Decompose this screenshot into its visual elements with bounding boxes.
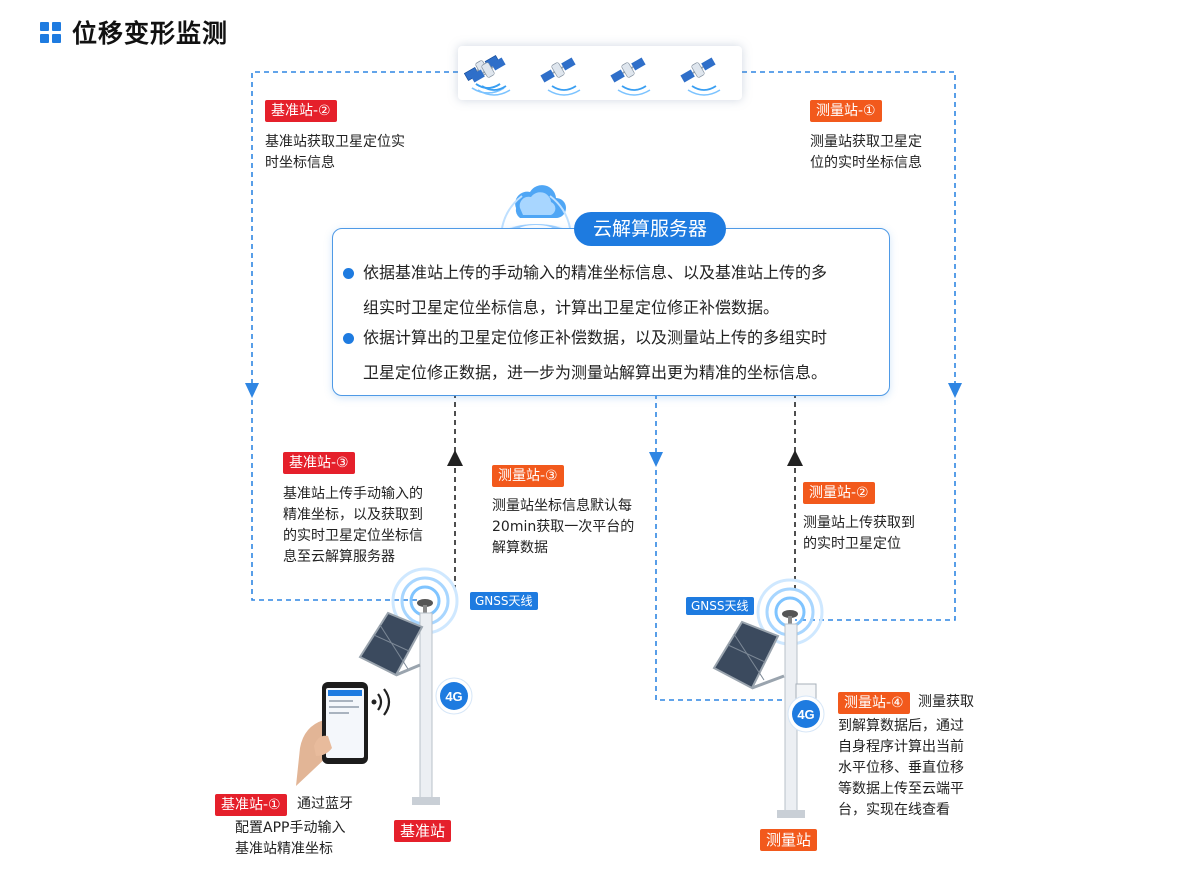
cloud-server-box: 依据基准站上传的手动输入的精准坐标信息、以及基准站上传的多 组实时卫星定位坐标信… <box>332 228 890 396</box>
text-measure-step-4: 到解算数据后，通过自身程序计算出当前 水平位移、垂直位移等数据上传至云端平 台，… <box>838 718 964 818</box>
arrow-up-base <box>447 450 463 466</box>
text-measure-step-2: 测量站上传获取到的实时卫星定位 <box>803 515 915 552</box>
base-4g-icon: 4G <box>435 677 473 715</box>
base-station-label: 基准站 <box>394 820 452 842</box>
base-station-illustration <box>358 567 459 805</box>
satellite-icon-4 <box>680 57 721 96</box>
cloud-line-2: 组实时卫星定位坐标信息，计算出卫星定位修正补偿数据。 <box>363 298 780 317</box>
tag-measure-step-3: 测量站-③ <box>492 465 564 487</box>
arrow-down-middle <box>649 452 663 467</box>
measure-station-label: 测量站 <box>760 829 818 851</box>
tag-base-step-2: 基准站-② <box>265 100 337 122</box>
tag-measure-step-4: 测量站-④ <box>838 692 910 714</box>
text-base-step-1: 配置APP手动输入基准站精准坐标 <box>235 820 346 857</box>
cloud-server-title: 云解算服务器 <box>574 212 726 246</box>
satellite-icon-3 <box>610 57 651 96</box>
text-measure-step-4-first: 测量获取 <box>918 694 974 710</box>
link-base-loop <box>251 400 420 601</box>
phone-app-illustration <box>296 682 391 786</box>
base-antenna-label: GNSS天线 <box>470 592 538 610</box>
bullet-dot <box>343 333 354 344</box>
page-title: 位移变形监测 <box>72 19 229 48</box>
satellite-icon-1 <box>470 57 511 96</box>
arrow-down-right <box>948 383 962 398</box>
text-base-step-2: 基准站获取卫星定位实时坐标信息 <box>265 134 405 171</box>
base-4g-text: 4G <box>445 689 462 704</box>
title-grid-icon <box>40 22 62 44</box>
tag-base-step-1: 基准站-① <box>215 794 287 816</box>
measure-antenna-label: GNSS天线 <box>686 597 754 615</box>
arrow-down-left <box>245 383 259 398</box>
text-measure-step-1: 测量站获取卫星定位的实时坐标信息 <box>810 134 922 171</box>
bullet-dot <box>343 268 354 279</box>
text-base-step-3: 基准站上传手动输入的精准坐标，以及获取到 的实时卫星定位坐标信息至云解算服务器 <box>283 486 423 565</box>
satellite-group <box>470 57 721 96</box>
cloud-line-3: 依据计算出的卫星定位修正补偿数据，以及测量站上传的多组实时 <box>363 328 828 347</box>
cloud-line-4: 卫星定位修正数据，进一步为测量站解算出更为精准的坐标信息。 <box>363 363 828 382</box>
measure-4g-text: 4G <box>797 707 814 722</box>
tag-measure-step-2: 测量站-② <box>803 482 875 504</box>
text-base-step-1-first: 通过蓝牙 <box>297 796 353 812</box>
tag-measure-step-1: 测量站-① <box>810 100 882 122</box>
tag-base-step-3: 基准站-③ <box>283 452 355 474</box>
link-cloud-to-measure-lower <box>655 470 790 701</box>
link-measure-loop <box>795 400 956 621</box>
cloud-line-1: 依据基准站上传的手动输入的精准坐标信息、以及基准站上传的多 <box>363 263 828 282</box>
satellite-icon-2 <box>540 57 581 96</box>
measure-4g-icon: 4G <box>787 695 825 733</box>
link-satellite-to-base <box>251 71 458 385</box>
arrow-up-measure <box>787 450 803 466</box>
